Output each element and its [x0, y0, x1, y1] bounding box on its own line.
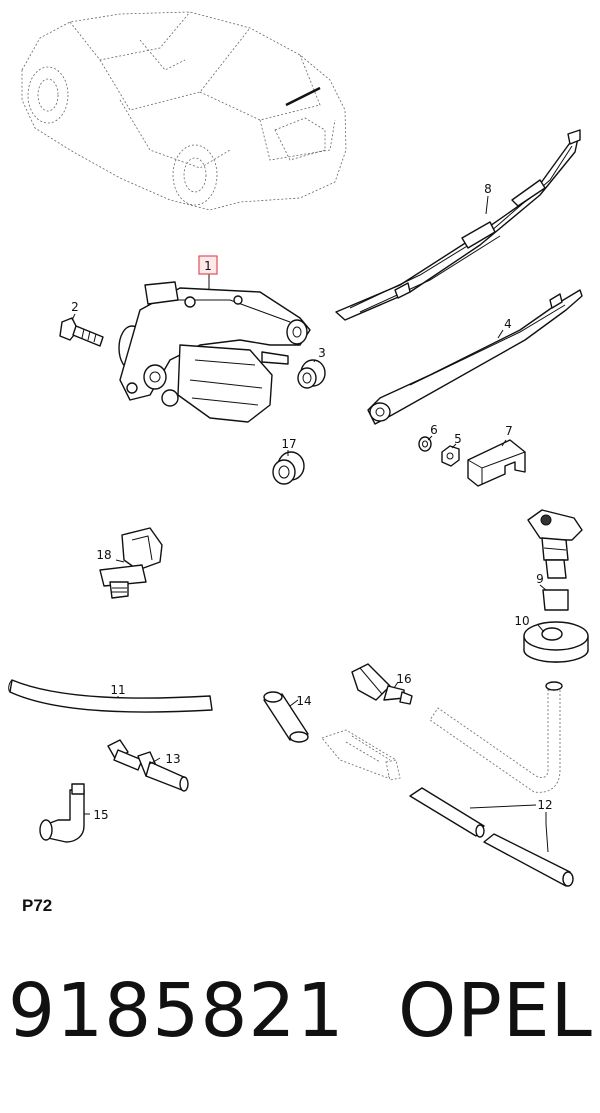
part-4-wiper-arm — [367, 289, 583, 425]
callout-2[interactable]: 2 — [71, 300, 79, 314]
dotted-hose-system — [321, 681, 563, 793]
callout-17[interactable]: 17 — [281, 437, 296, 451]
part-number: 9185821 — [8, 968, 345, 1054]
part-9-washer-nozzle — [527, 509, 583, 611]
part-12-hose-pieces — [409, 787, 574, 887]
callout-16[interactable]: 16 — [396, 672, 411, 686]
leader-lines — [71, 195, 549, 853]
part-2-bolt — [59, 317, 104, 347]
callout-9[interactable]: 9 — [536, 572, 544, 586]
part-3-grommet — [297, 359, 326, 389]
part-14-sleeve — [263, 691, 309, 743]
part-16-valve — [351, 663, 413, 705]
callout-13[interactable]: 13 — [165, 752, 180, 766]
page-code: P72 — [22, 896, 53, 915]
callout-12[interactable]: 12 — [537, 798, 552, 812]
part-13-connector — [107, 739, 189, 792]
part-8-wiper-blade — [335, 129, 581, 321]
callout-labels: 1 2 3 4 5 6 7 8 9 10 11 12 13 14 15 16 1… — [71, 182, 552, 822]
part-15-elbow — [39, 783, 85, 843]
callout-5[interactable]: 5 — [454, 432, 462, 446]
part-17-grommet — [272, 451, 305, 485]
car-illustration — [21, 11, 347, 211]
part-10-grommet — [523, 621, 589, 663]
exploded-parts-diagram: 1 2 3 4 5 6 7 8 9 10 11 12 13 14 15 16 1… — [8, 11, 589, 887]
part-1-wiper-motor — [118, 281, 311, 423]
callout-11[interactable]: 11 — [110, 683, 125, 697]
callout-1-highlight-box — [198, 255, 218, 275]
part-5-nut — [441, 445, 460, 467]
callout-8[interactable]: 8 — [484, 182, 492, 196]
brand-name: OPEL — [398, 968, 593, 1054]
callout-18[interactable]: 18 — [96, 548, 111, 562]
callout-10[interactable]: 10 — [514, 614, 529, 628]
callout-7[interactable]: 7 — [505, 424, 513, 438]
part-18-clip — [99, 527, 163, 599]
callout-1-highlighted[interactable]: 1 — [198, 255, 218, 275]
callout-4[interactable]: 4 — [504, 317, 512, 331]
part-6-washer — [418, 436, 432, 452]
callout-15[interactable]: 15 — [93, 808, 108, 822]
callout-6[interactable]: 6 — [430, 423, 438, 437]
part-11-hose — [8, 679, 213, 713]
callout-14[interactable]: 14 — [296, 694, 311, 708]
callout-1: 1 — [204, 259, 212, 273]
callout-3[interactable]: 3 — [318, 346, 326, 360]
part-7-cap — [467, 439, 526, 487]
